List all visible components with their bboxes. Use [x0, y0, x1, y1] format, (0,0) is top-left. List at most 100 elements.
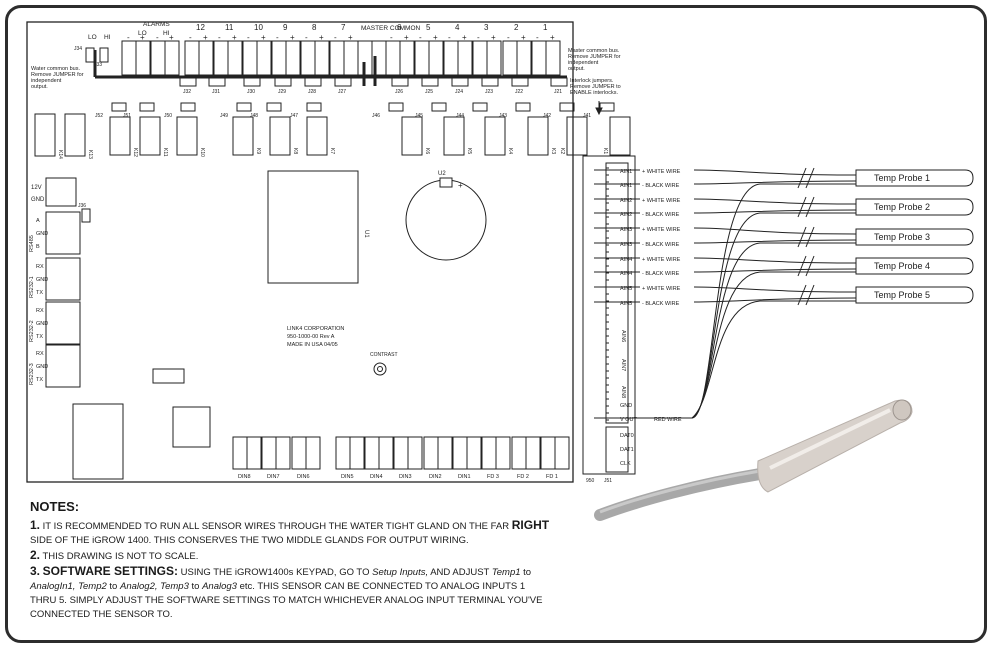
- relay-label: K13: [87, 150, 93, 159]
- mid-jumper-label: J49: [220, 113, 228, 119]
- interlock-jumper-label: J25: [425, 89, 433, 95]
- interlock-jumper: [179, 77, 197, 87]
- relay-box: [443, 116, 465, 156]
- relay-number: 7: [341, 23, 346, 32]
- note-3-analog2: Analog2,: [120, 581, 158, 592]
- maker-line-2: 950-1000-00 Rev A: [287, 334, 335, 340]
- mid-jumper: [236, 102, 252, 112]
- interlock-jumper: [243, 77, 261, 87]
- terminal-sign: +: [404, 33, 409, 42]
- note-3: 3. SOFTWARE SETTINGS: USING THE iGROW140…: [30, 564, 550, 622]
- probe-wire-minus: [693, 268, 857, 273]
- rs232-2-connector-label: RS232-2: [29, 320, 35, 342]
- note-1-number: 1.: [30, 518, 41, 532]
- mid-jumper: [472, 102, 488, 112]
- relay-number: 10: [254, 23, 263, 32]
- relay-label: K12: [132, 148, 138, 157]
- interlock-jumper: [451, 77, 469, 87]
- relay-number: 6: [397, 23, 402, 32]
- relay-label: K11: [162, 148, 168, 157]
- temp-probe-label: Temp Probe 3: [874, 232, 930, 242]
- interlock-jumper: [334, 77, 352, 87]
- relay-box: [139, 116, 161, 156]
- j34-jumper: [85, 47, 95, 63]
- mid-jumper-label: J41: [583, 113, 591, 119]
- terminal-sign: +: [433, 33, 438, 42]
- break-mark: [805, 284, 815, 306]
- interlock-jumper: [481, 77, 499, 87]
- mid-jumper-label: J51: [123, 113, 131, 119]
- terminal-sign: -: [419, 33, 422, 42]
- relay-label: K7: [329, 148, 335, 154]
- red-wire-label: RED WIRE: [654, 417, 682, 423]
- contrast-pot-inner: [377, 366, 383, 372]
- master-common-label: MASTER COMMON: [361, 25, 421, 32]
- notes-title: NOTES:: [30, 499, 80, 514]
- break-mark: [797, 284, 807, 306]
- probe-wire-minus: [693, 180, 857, 185]
- terminal-sign: -: [507, 33, 510, 42]
- relay-label: K1: [602, 148, 608, 154]
- probe-wire-plus: [693, 198, 857, 205]
- mid-jumper: [515, 102, 531, 112]
- break-mark: [797, 226, 807, 248]
- ain-label: AIN3: [620, 227, 632, 233]
- pin-label: RX: [36, 351, 44, 357]
- terminal-sign: +: [169, 33, 174, 42]
- break-mark: [797, 196, 807, 218]
- probe-wire-plus: [693, 257, 857, 264]
- wire-label: + WHITE WIRE: [642, 286, 681, 292]
- din-label: FD 1: [546, 474, 558, 480]
- transformer: [72, 403, 124, 480]
- contrast-pot: [373, 362, 387, 376]
- pin-label: B: [36, 244, 40, 250]
- relay-box: [64, 113, 86, 157]
- alarm-lo-label: LO: [138, 30, 147, 37]
- power-12v-label: 12V: [31, 185, 42, 191]
- wire-label: + WHITE WIRE: [642, 227, 681, 233]
- buzzer-notch: [439, 177, 453, 188]
- interlock-jumper-label: J27: [338, 89, 346, 95]
- interlock-jumper-label: J32: [183, 89, 191, 95]
- din-label: DIN2: [429, 474, 442, 480]
- probe-wire-plus: [693, 286, 857, 293]
- break-mark: [805, 255, 815, 277]
- block-label-1: 950: [586, 478, 595, 484]
- note-3-temp3: Temp3: [160, 581, 189, 592]
- analog-block-outline: [582, 155, 636, 475]
- contrast-label: CONTRAST: [370, 352, 398, 358]
- note-3-to2: to: [109, 581, 118, 592]
- relay-box: [306, 116, 328, 156]
- probe-wire-vout: [691, 300, 856, 419]
- interlock-jumper: [304, 77, 322, 87]
- terminal-sign: +: [462, 33, 467, 42]
- note-3-text-a: USING THE iGROW1400s KEYPAD, GO TO: [180, 567, 370, 578]
- relay-box: [484, 116, 506, 156]
- note-1-text-a: IT IS RECOMMENDED TO RUN ALL SENSOR WIRE…: [42, 521, 510, 532]
- j33-jumper: [99, 47, 109, 63]
- notes-section: NOTES: 1. IT IS RECOMMENDED TO RUN ALL S…: [30, 499, 550, 622]
- interlock-jumper: [391, 77, 409, 87]
- relay-box: [566, 116, 588, 156]
- buzzer: [405, 179, 487, 261]
- probe-wire-vout: [691, 271, 856, 419]
- note-3-number: 3.: [30, 564, 41, 578]
- mid-jumper-label: J45: [415, 113, 423, 119]
- mid-jumper-label: J50: [164, 113, 172, 119]
- interlock-jumper: [208, 77, 226, 87]
- ain7-label: AIN7: [620, 359, 626, 371]
- mid-jumper-label: J48: [250, 113, 258, 119]
- alarm-hi-label: HI: [163, 30, 170, 37]
- controller-board: [26, 21, 574, 483]
- wire-label: - BLACK WIRE: [642, 271, 680, 277]
- temp-probe-label: Temp Probe 2: [874, 202, 930, 212]
- power-connector: [45, 177, 77, 207]
- note-3-heading: SOFTWARE SETTINGS:: [42, 564, 178, 578]
